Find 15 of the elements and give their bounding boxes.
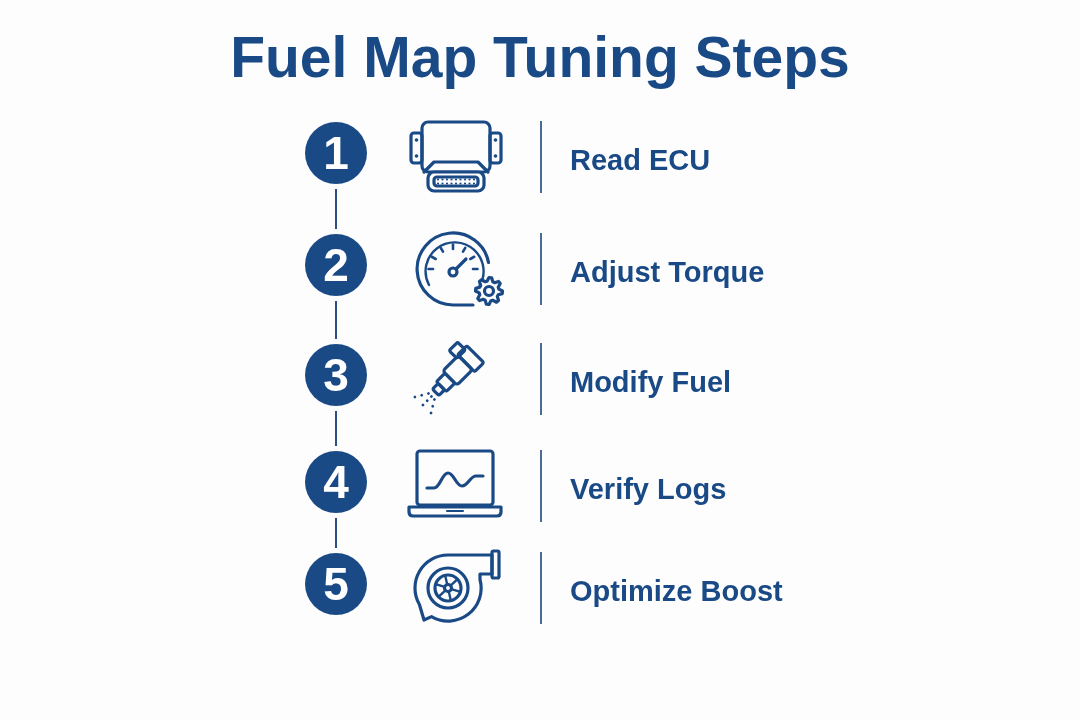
step-label: Optimize Boost — [570, 574, 783, 609]
step-label: Read ECU — [570, 143, 711, 178]
title: Fuel Map Tuning Steps — [230, 24, 850, 91]
step-number: 3 — [323, 352, 349, 398]
connector-line — [335, 300, 337, 340]
connector-line — [335, 517, 337, 549]
connector-line — [335, 410, 337, 447]
step-number: 5 — [323, 561, 349, 607]
step-number: 1 — [323, 130, 349, 176]
step-number: 2 — [323, 242, 349, 288]
connector-line — [335, 188, 337, 230]
step-label: Modify Fuel — [570, 365, 732, 400]
step-number: 4 — [323, 459, 349, 505]
step-label: Verify Logs — [570, 472, 727, 507]
step-label: Adjust Torque — [570, 255, 765, 290]
